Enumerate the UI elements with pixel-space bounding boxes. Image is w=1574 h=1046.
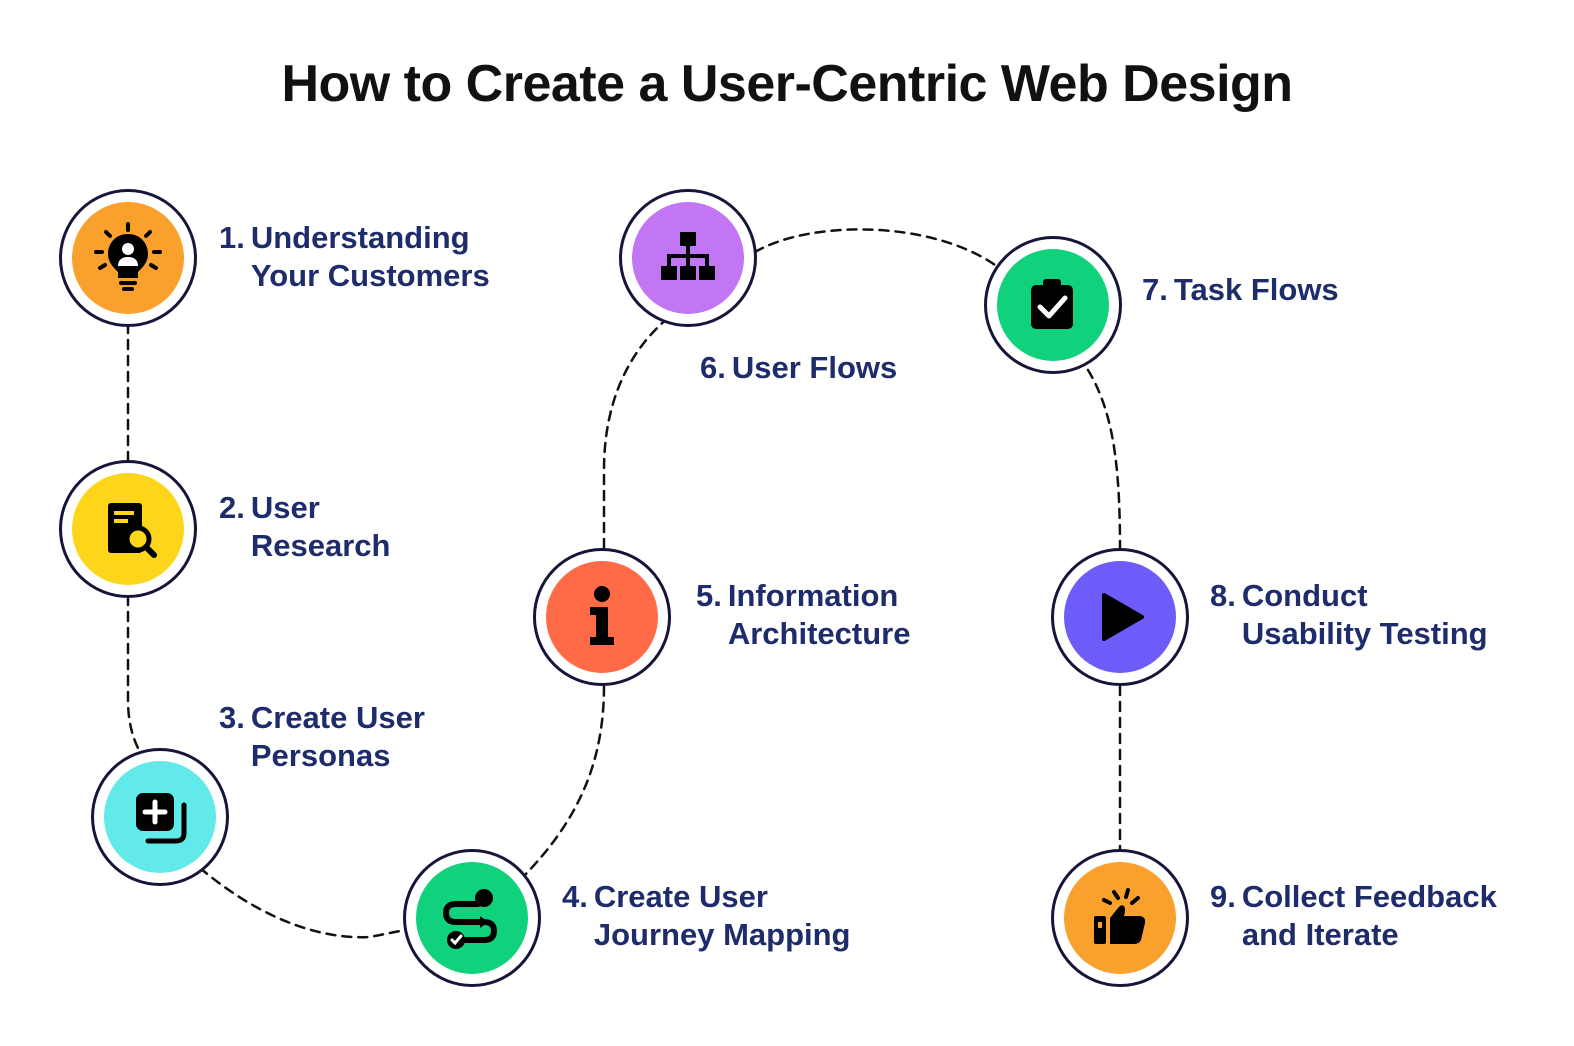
connector-2-3 xyxy=(126,594,142,754)
step-9-node xyxy=(1051,849,1189,987)
step-1-node xyxy=(59,189,197,327)
step-2-node xyxy=(59,460,197,598)
step-9-number: 9. xyxy=(1210,879,1236,914)
step-5-label: 5. Information Architecture xyxy=(696,577,910,653)
step-4-text: Create User Journey Mapping xyxy=(593,879,851,952)
step-8-label: 8. Conduct Usability Testing xyxy=(1210,577,1488,653)
document-search-icon xyxy=(108,503,157,558)
step-6-number: 6. xyxy=(700,350,726,385)
step-9-label: 9. Collect Feedback and Iterate xyxy=(1210,878,1497,954)
journey-route-icon xyxy=(442,889,498,949)
step-7-text: Task Flows xyxy=(1173,272,1339,307)
connector-5-6 xyxy=(602,316,670,550)
step-1-number: 1. xyxy=(219,220,245,255)
info-icon xyxy=(590,586,614,645)
step-3-number: 3. xyxy=(219,700,245,735)
play-icon xyxy=(1102,593,1144,641)
step-1-text: Understanding Your Customers xyxy=(250,220,490,293)
step-5-disc xyxy=(546,561,658,673)
step-7-number: 7. xyxy=(1142,272,1168,307)
clipboard-check-icon xyxy=(1031,279,1073,329)
step-7-disc xyxy=(997,249,1109,361)
step-1-disc xyxy=(72,202,184,314)
step-2-disc xyxy=(72,473,184,585)
step-2-text: User Research xyxy=(250,490,391,563)
step-3-text: Create User Personas xyxy=(250,700,425,773)
step-5-text: Information Architecture xyxy=(727,578,911,651)
connector-7-8 xyxy=(1086,368,1122,550)
step-1-label: 1. Understanding Your Customers xyxy=(219,219,490,295)
lightbulb-person-icon xyxy=(94,222,162,291)
step-9-disc xyxy=(1064,862,1176,974)
step-3-label: 3. Create User Personas xyxy=(219,699,425,775)
connector-6-7 xyxy=(753,228,997,267)
page-title: How to Create a User-Centric Web Design xyxy=(281,55,1293,113)
step-6-label: 6. User Flows xyxy=(700,349,897,387)
connector-3-4 xyxy=(198,866,407,939)
step-6-node xyxy=(619,189,757,327)
step-4-number: 4. xyxy=(562,879,588,914)
step-7-label: 7. Task Flows xyxy=(1142,271,1339,309)
thumbs-up-icon xyxy=(1094,888,1146,944)
step-3-node xyxy=(91,748,229,886)
step-8-text: Conduct Usability Testing xyxy=(1241,578,1488,651)
step-7-node xyxy=(984,236,1122,374)
step-5-node xyxy=(533,548,671,686)
step-2-number: 2. xyxy=(219,490,245,525)
step-4-label: 4. Create User Journey Mapping xyxy=(562,878,851,954)
step-8-disc xyxy=(1064,561,1176,673)
sitemap-icon xyxy=(661,232,715,280)
step-6-text: User Flows xyxy=(731,350,898,385)
step-4-disc xyxy=(416,862,528,974)
step-6-disc xyxy=(632,202,744,314)
step-4-node xyxy=(403,849,541,987)
step-8-number: 8. xyxy=(1210,578,1236,613)
add-copy-icon xyxy=(136,793,187,844)
step-9-text: Collect Feedback and Iterate xyxy=(1241,879,1497,952)
step-3-disc xyxy=(104,761,216,873)
connector-4-5 xyxy=(518,684,606,882)
step-5-number: 5. xyxy=(696,578,722,613)
step-8-node xyxy=(1051,548,1189,686)
step-2-label: 2. User Research xyxy=(219,489,390,565)
